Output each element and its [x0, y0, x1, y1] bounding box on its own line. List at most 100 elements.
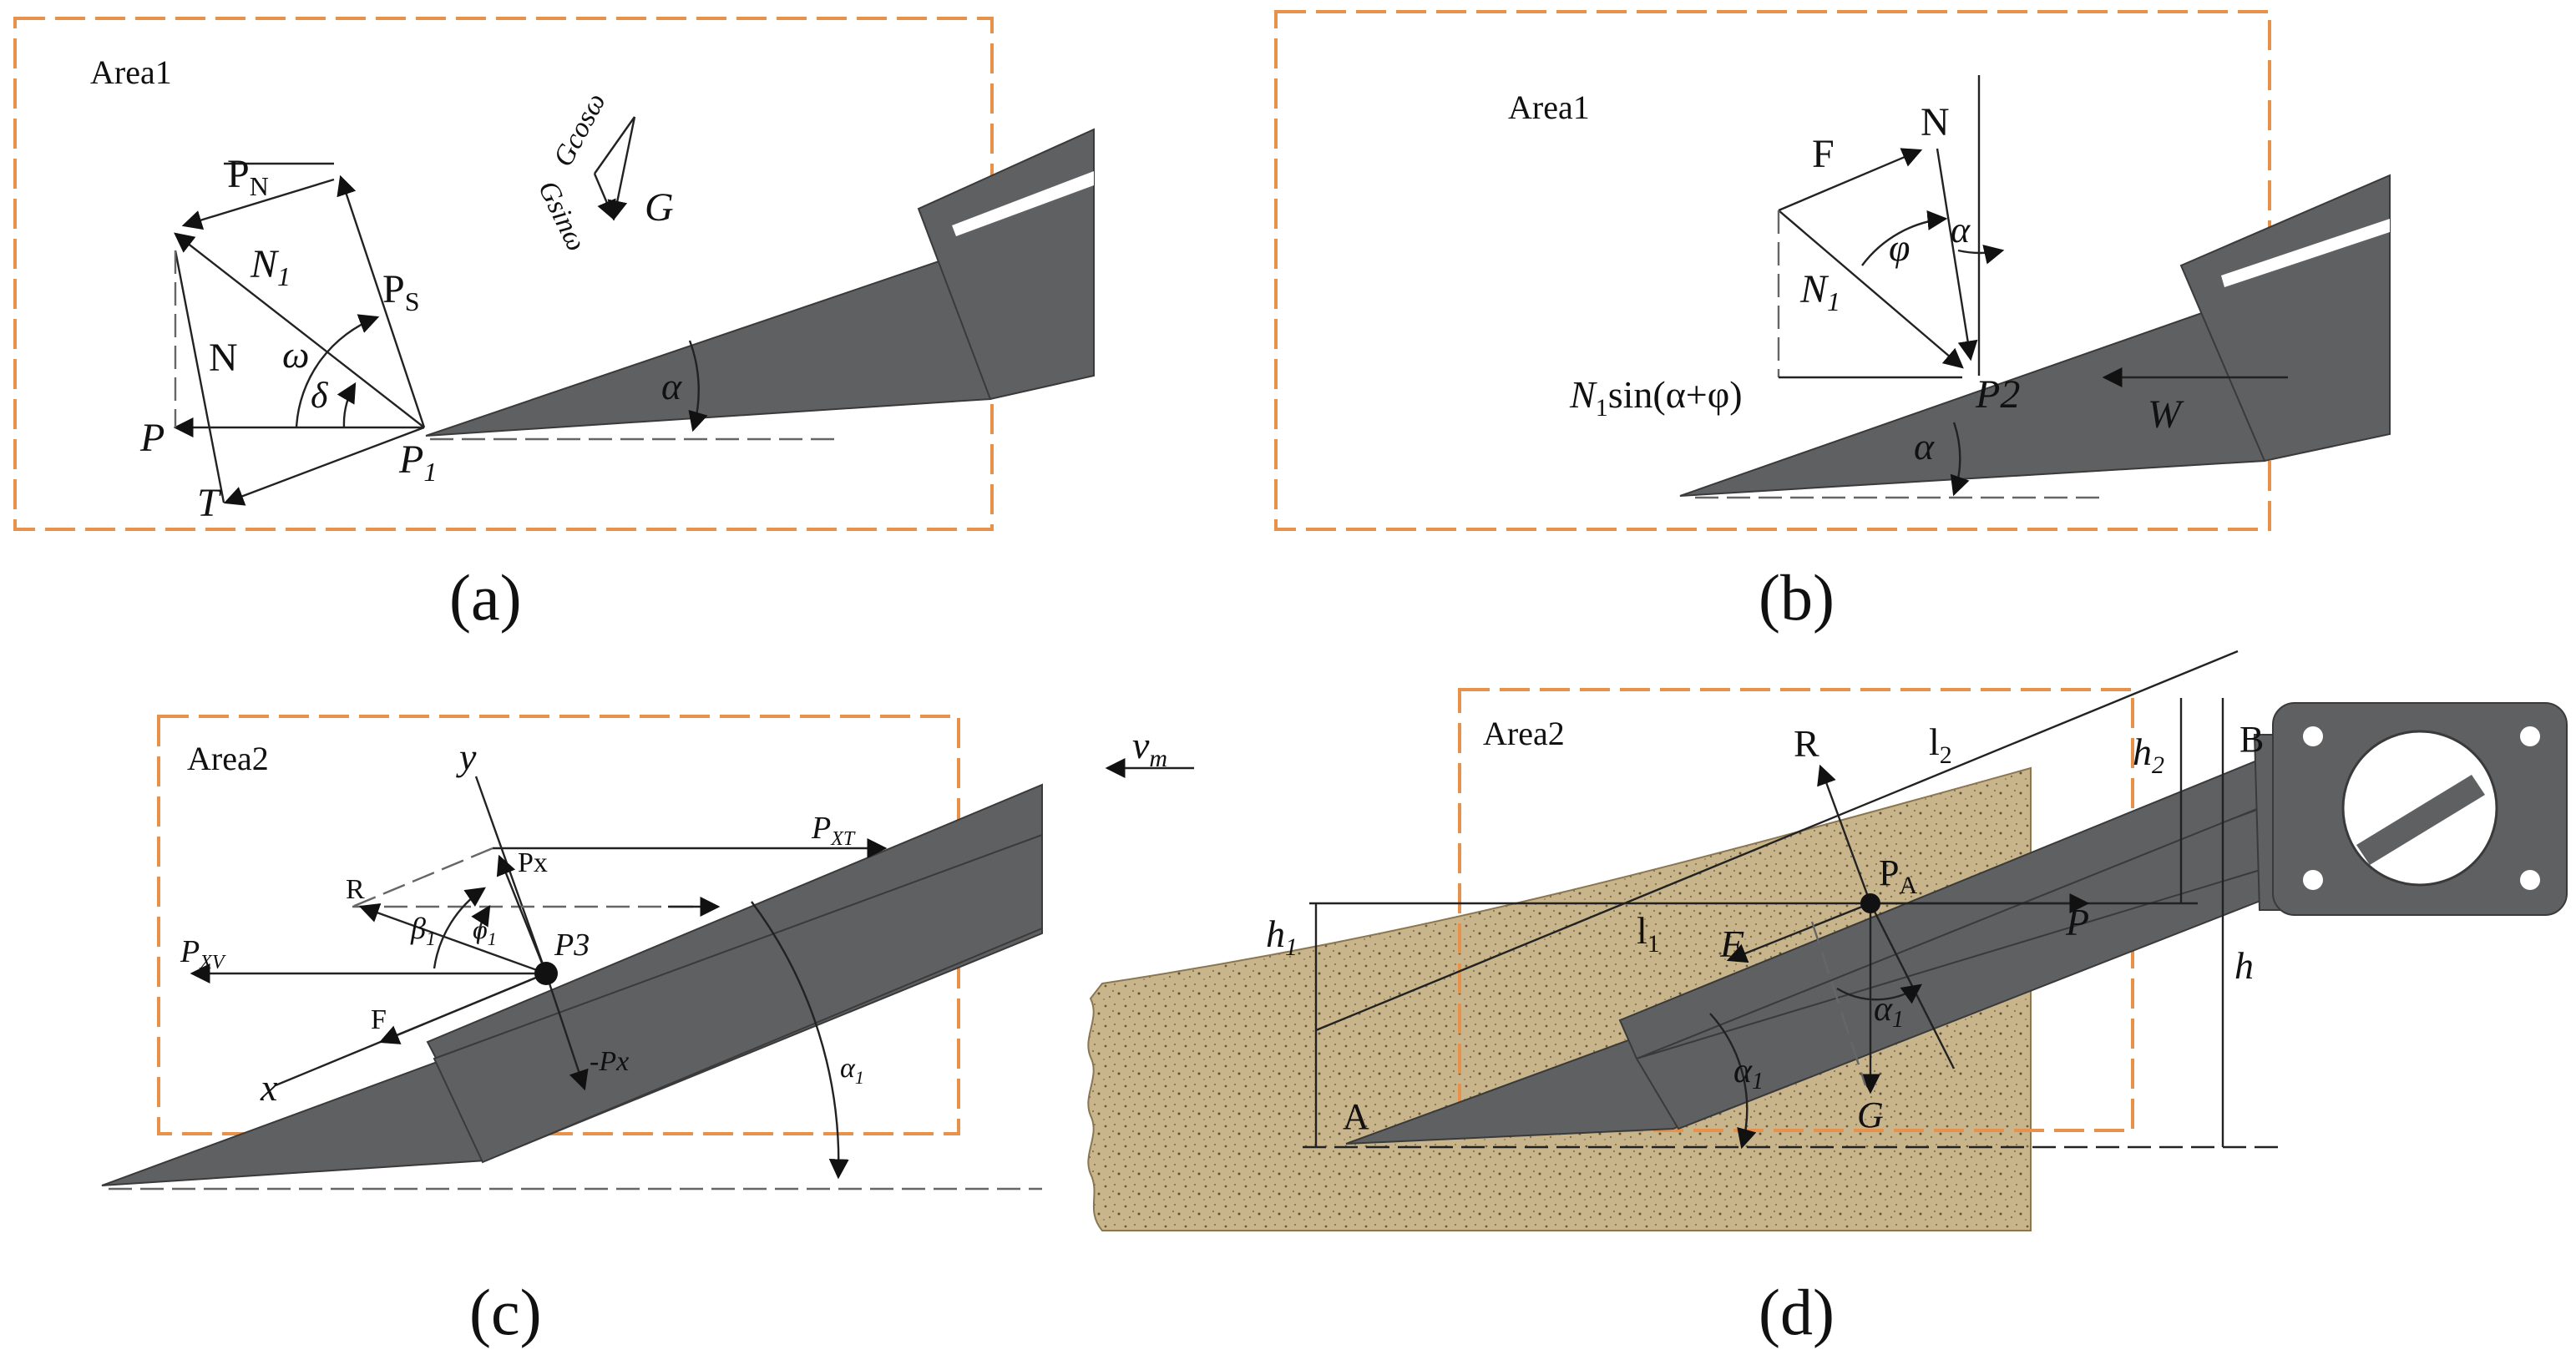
bolt-4	[2520, 870, 2540, 890]
force-r-c	[358, 903, 547, 975]
label-g-d: G	[1857, 1095, 1884, 1135]
label-n1-b: N1	[1799, 267, 1840, 316]
label-neg-px: -Px	[590, 1046, 629, 1077]
label-y: y	[456, 736, 477, 778]
label-f-b: F	[1812, 132, 1835, 176]
label-alpha1-d: α1	[1874, 990, 1904, 1033]
bolt-3	[2303, 870, 2323, 890]
label-a: A	[1343, 1096, 1369, 1137]
label-pxv: PXV	[180, 934, 226, 973]
force-n-b	[1936, 148, 1978, 362]
panel-d: Area2 vm R l2 h2 B	[1087, 650, 2568, 1348]
bolt-2	[2520, 726, 2540, 746]
force-gcos	[594, 116, 635, 174]
area-label-a: Area1	[90, 53, 172, 91]
blade-a-slot	[952, 171, 1094, 236]
label-t: T	[197, 481, 222, 525]
alpha-arc-b-bot	[1950, 422, 1970, 497]
force-n	[174, 250, 225, 503]
blade-b-slot	[2221, 219, 2390, 287]
alpha1b-arc-d	[1709, 1013, 1757, 1150]
label-n1-a: N1	[250, 242, 291, 291]
label-r-d: R	[1794, 722, 1819, 765]
label-g-a: G	[645, 185, 674, 230]
alpha-arc-b-top	[1957, 245, 2005, 265]
force-f-c	[378, 972, 547, 1044]
label-h1: h1	[1266, 913, 1298, 961]
panel-b: Area1 F N φ α N1 N1sin(α+φ) P2 α W (b)	[1274, 10, 2391, 634]
caption-a: (a)	[449, 561, 522, 634]
comp-dash-c2	[352, 847, 493, 908]
label-p3: P3	[554, 928, 590, 963]
comp-dash-d	[1810, 921, 1867, 1086]
label-f-d: F	[1719, 923, 1744, 965]
force-t	[223, 426, 425, 506]
blade-a	[425, 240, 996, 437]
label-p1: P1	[398, 437, 437, 487]
label-n1sin: N1sin(α+φ)	[1569, 373, 1743, 422]
caption-b: (b)	[1759, 561, 1835, 634]
point-p3	[534, 962, 558, 985]
label-alpha-b-bot: α	[1914, 425, 1935, 468]
label-beta: β1	[410, 912, 436, 950]
label-b: B	[2239, 719, 2264, 760]
omega-arc	[295, 314, 380, 428]
phi-arc-b	[1861, 210, 1948, 266]
force-n1-b	[1778, 210, 1964, 369]
area-label-c: Area2	[187, 740, 269, 777]
area-label-b: Area1	[1508, 88, 1590, 126]
label-gcos: Gcosω	[548, 88, 612, 171]
phi-arc-c	[471, 904, 491, 944]
soil-body	[1087, 766, 2032, 1231]
label-p-d: P	[2065, 901, 2089, 943]
label-pa: PA	[1879, 852, 1917, 899]
label-alpha-a: α	[661, 365, 682, 407]
force-px-top	[496, 854, 548, 974]
label-delta: δ	[311, 375, 329, 416]
label-alpha-c: α1	[840, 1053, 864, 1088]
label-h2: h2	[2133, 731, 2164, 779]
label-ps: PS	[382, 267, 420, 316]
label-gsin: Gsinω	[532, 176, 592, 256]
label-pxt: PXT	[811, 811, 856, 850]
force-neg-px	[544, 973, 589, 1091]
alpha-arc-c	[751, 901, 849, 1180]
panel-c: Area2 y Px PXT R β1 φ1 P3 PXV F -Px x α	[101, 715, 1043, 1348]
point-pa	[1860, 893, 1880, 913]
caption-d: (d)	[1759, 1276, 1835, 1348]
force-f-b	[1778, 148, 1923, 212]
blade-c-body	[433, 833, 1043, 1164]
label-h: h	[2234, 944, 2254, 987]
caption-c: (c)	[469, 1276, 542, 1348]
area-label-d: Area2	[1483, 715, 1565, 752]
dim-l	[1315, 650, 2239, 1032]
label-l2: l2	[1929, 720, 1952, 769]
label-alpha-b-top: α	[1951, 210, 1971, 250]
label-l1: l1	[1637, 909, 1660, 958]
alpha-arc-a	[688, 340, 708, 432]
label-n-b: N	[1921, 100, 1950, 144]
label-p2: P2	[1975, 372, 2020, 417]
label-px-top: Px	[518, 847, 548, 878]
force-gsin	[593, 173, 616, 221]
force-ps	[337, 174, 426, 428]
mount-bar	[2356, 775, 2485, 865]
label-vm: vm	[1132, 724, 1167, 772]
label-r-c: R	[346, 874, 365, 905]
label-alpha1b-d: α1	[1733, 1052, 1764, 1095]
label-omega: ω	[282, 333, 309, 376]
alpha1-arc-d	[1836, 983, 1922, 1004]
force-f-d	[1726, 902, 1871, 963]
label-phi-c: φ1	[473, 914, 497, 949]
delta-arc	[337, 382, 357, 428]
force-n1	[174, 232, 425, 428]
force-g	[607, 116, 636, 221]
force-r-d	[1817, 764, 1872, 904]
label-phi-b: φ	[1889, 226, 1910, 269]
label-x: x	[260, 1066, 278, 1109]
label-p-a: P	[139, 416, 164, 460]
label-w: W	[2148, 392, 2184, 437]
beta-arc	[433, 887, 486, 969]
panel-a: Area1 PN PS N1 N ω δ P P1 T α Gcosω Gs	[13, 17, 1095, 634]
